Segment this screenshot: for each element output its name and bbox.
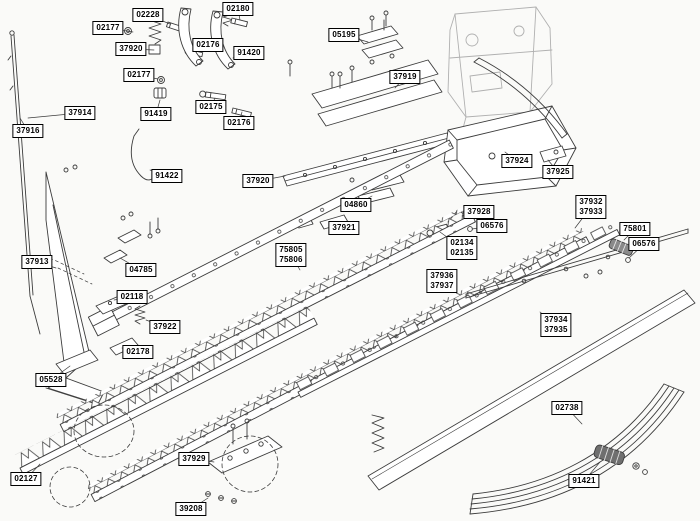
cutter-bar <box>87 139 454 337</box>
mid-plates <box>311 53 443 127</box>
knob-75801 <box>608 238 634 256</box>
washer-06576 <box>625 257 631 263</box>
holddown-bar <box>293 219 621 398</box>
assembly-dashed-lines <box>49 257 93 285</box>
left-rod <box>7 30 41 335</box>
pan-handle <box>473 57 568 163</box>
flat-blade <box>367 289 696 491</box>
callout-circles <box>49 404 279 508</box>
roller-nut <box>632 462 640 470</box>
tension-spring <box>371 414 385 453</box>
top-plates <box>356 10 404 59</box>
roller-washer <box>642 469 648 475</box>
screws-39208 <box>205 491 237 504</box>
scattered-bolts <box>63 19 603 279</box>
roller-91421 <box>593 444 625 466</box>
wear-plates <box>295 174 405 230</box>
lever-arms <box>178 7 236 70</box>
knife-head <box>207 418 283 474</box>
guard-bar <box>13 305 318 475</box>
knife-upper <box>55 204 476 433</box>
roller-nut-center <box>634 464 638 468</box>
